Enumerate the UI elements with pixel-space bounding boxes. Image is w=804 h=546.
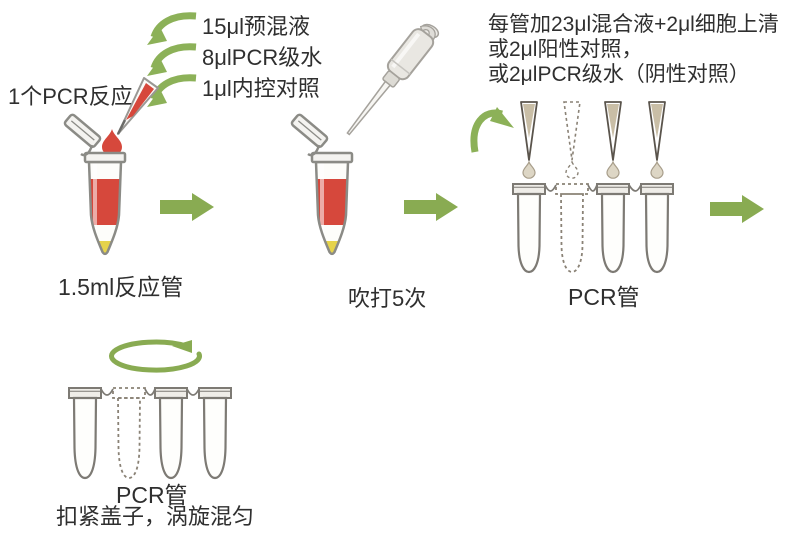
instruction-line-2: 或2μl阳性对照， xyxy=(488,38,643,62)
dropper-tip-icon xyxy=(116,77,159,135)
pcr-strip-with-tips-icon xyxy=(512,101,674,274)
tube-label: 1.5ml反应管 xyxy=(58,274,184,300)
swoosh-arrow-icon xyxy=(147,74,197,107)
reagent-label-premix: 15μl预混液 xyxy=(202,14,311,39)
reagent-label-control: 1μl内控对照 xyxy=(202,76,320,101)
swoosh-arrow-icon xyxy=(147,12,197,45)
pipetting-step-label: 吹打5次 xyxy=(348,286,427,311)
flow-arrow-icon xyxy=(710,195,764,223)
microcentrifuge-tube-icon xyxy=(63,113,127,256)
pcr-strip-label-bottom: PCR管 xyxy=(116,482,188,508)
rotation-arrow-icon xyxy=(109,339,202,373)
pcr-strip-icon xyxy=(68,387,232,480)
micropipette-icon xyxy=(346,23,440,136)
dispense-instructions: 每管加23μl混合液+2μl细胞上清 或2μl阳性对照， 或2μlPCR级水（阴… xyxy=(488,12,804,88)
flow-arrow-icon xyxy=(404,193,458,221)
pcr-strip-label: PCR管 xyxy=(568,284,640,310)
instruction-line-1: 每管加23μl混合液+2μl细胞上清 xyxy=(488,13,779,36)
microcentrifuge-tube-icon xyxy=(290,113,354,256)
red-drop-icon xyxy=(102,129,122,156)
instruction-line-3: 或2μlPCR级水（阴性对照） xyxy=(488,63,750,87)
swoosh-arrow-icon xyxy=(147,43,197,76)
reaction-count-label: 1个PCR反应 xyxy=(8,84,133,109)
swoosh-arrow-icon xyxy=(470,107,514,153)
vortex-instruction-label: 扣紧盖子，涡旋混匀 xyxy=(56,504,255,529)
reagent-label-water: 8μlPCR级水 xyxy=(202,45,323,70)
flow-arrow-icon xyxy=(160,193,214,221)
